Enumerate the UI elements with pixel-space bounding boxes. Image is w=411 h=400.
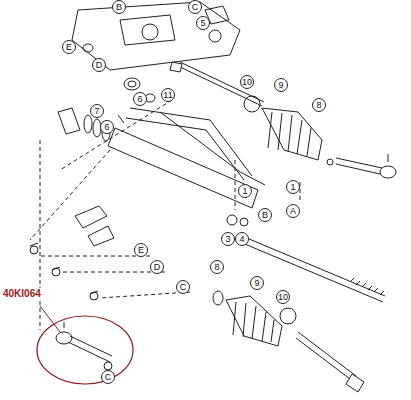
callout-number: E: [134, 243, 148, 257]
callout-number: A: [286, 204, 300, 218]
callout-number: C: [188, 0, 202, 14]
callout-number: 6: [100, 120, 114, 134]
callout-number: 11: [161, 88, 175, 102]
callout-number: 9: [250, 276, 264, 290]
callout-number: C: [101, 370, 115, 384]
callout-number: 5: [196, 16, 210, 30]
callout-number: D: [92, 58, 106, 72]
part-number: 40KI064: [2, 288, 42, 299]
callout-number: 3: [221, 232, 235, 246]
callout-number: 6: [133, 92, 147, 106]
callout-number: 1: [286, 180, 300, 194]
callout-number: 8: [210, 260, 224, 274]
callout-number: B: [112, 0, 126, 14]
callout-number: E: [62, 40, 76, 54]
callout-number: 8: [312, 98, 326, 112]
callout-number: 10: [276, 290, 290, 304]
callout-number: C: [176, 280, 190, 294]
callout-number: B: [258, 208, 272, 222]
callout-number: D: [150, 260, 164, 274]
callout-number: 4: [235, 232, 249, 246]
callout-number: 10: [240, 75, 254, 89]
callout-number: 9: [274, 78, 288, 92]
callout-number: 7: [90, 104, 104, 118]
callout-number: 1: [238, 184, 252, 198]
